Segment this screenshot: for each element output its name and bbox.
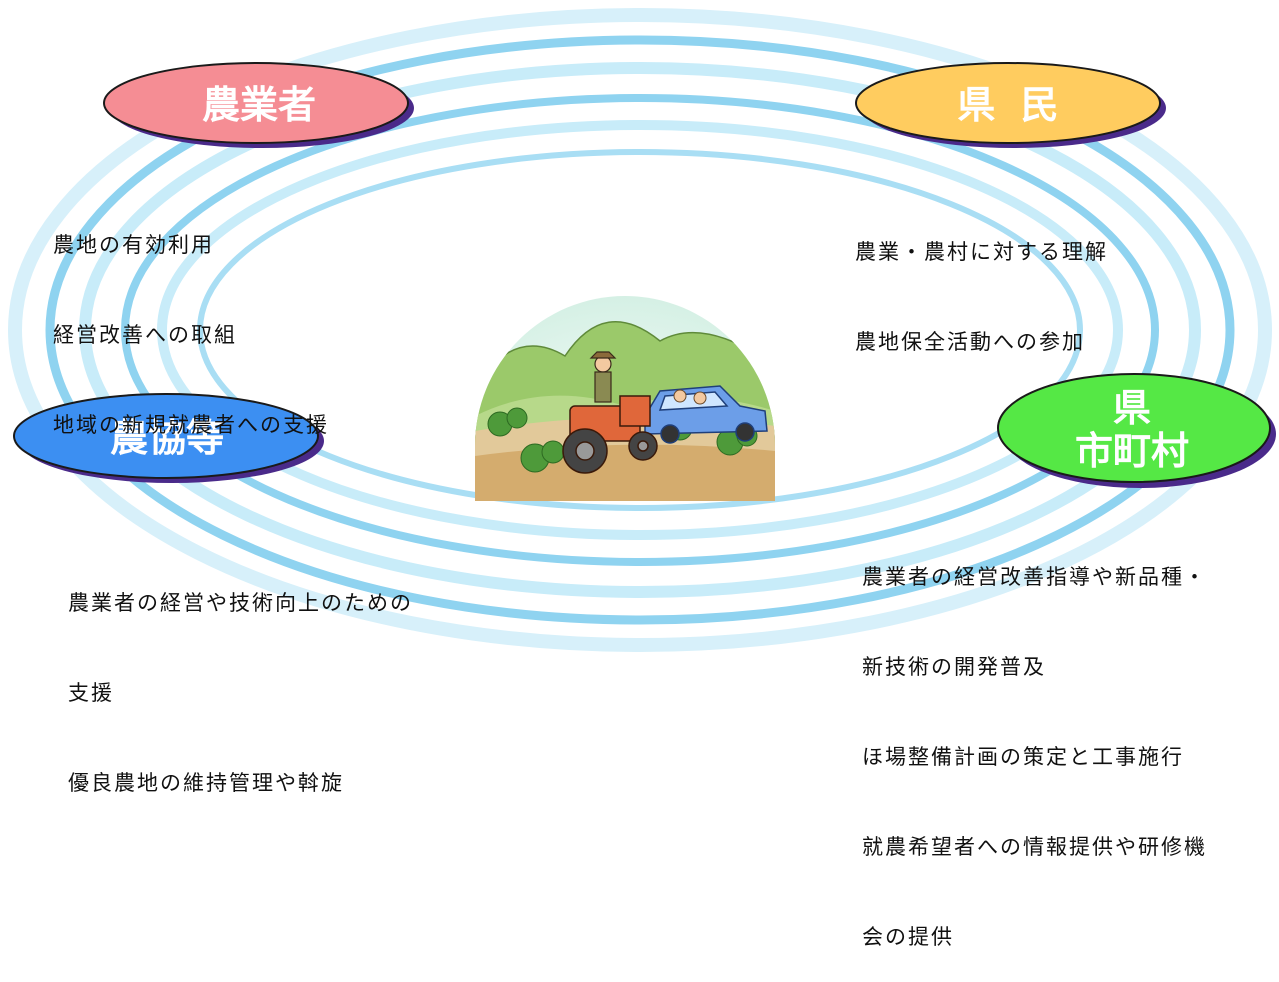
farmers-label: 農業者: [201, 82, 316, 127]
govt-role-line: 会の提供: [862, 925, 954, 949]
ja-roles: 農業者の経営や技術向上のための 支援 優良農地の維持管理や斡旋: [68, 528, 413, 828]
farmers-role-line: 経営改善への取組: [53, 323, 237, 347]
citizens-role-line: 農地保全活動への参加: [855, 330, 1085, 354]
govt-role-line: ほ場整備計画の策定と工事施行: [862, 745, 1184, 769]
concentric-rings-background: [8, 8, 1272, 652]
govt-roles: 農業者の経営改善指導や新品種・ 新技術の開発普及 ほ場整備計画の策定と工事施行 …: [862, 502, 1207, 982]
citizens-oval-shape: [855, 62, 1166, 148]
govt-oval: 県 市町村: [990, 368, 1279, 492]
ja-role-line: 支援: [68, 681, 114, 705]
govt-oval-shape: [997, 373, 1276, 488]
farm-tractor-illustration-icon: [475, 296, 775, 501]
citizens-roles: 農業・農村に対する理解 農地保全活動への参加: [855, 177, 1108, 387]
ja-role-line: 優良農地の維持管理や斡旋: [68, 771, 344, 795]
citizens-label: 県 民: [957, 82, 1065, 127]
citizens-role-line: 農業・農村に対する理解: [855, 240, 1108, 264]
govt-role-line: 就農希望者への情報提供や研修機: [862, 835, 1207, 859]
ja-role-line: 農業者の経営や技術向上のための: [68, 591, 413, 615]
farmers-role-line: 農地の有効利用: [53, 233, 214, 257]
govt-label: 県 市町村: [1075, 387, 1189, 472]
farmers-roles: 農地の有効利用 経営改善への取組 地域の新規就農者への支援: [53, 170, 329, 470]
farmers-oval: 農業者: [100, 58, 418, 152]
ja-label: 農協等: [109, 415, 224, 460]
govt-label-line1: 県: [1112, 386, 1151, 431]
ja-oval: 農協等: [8, 388, 326, 488]
farmers-oval-shape: [103, 62, 414, 148]
govt-role-line: 新技術の開発普及: [862, 655, 1046, 679]
ja-oval-shape: [13, 393, 324, 483]
farmers-role-line: 地域の新規就農者への支援: [53, 413, 329, 437]
govt-label-line2: 市町村: [1074, 429, 1189, 473]
citizens-oval: 県 民: [852, 58, 1170, 152]
govt-role-line: 農業者の経営改善指導や新品種・: [862, 565, 1207, 589]
